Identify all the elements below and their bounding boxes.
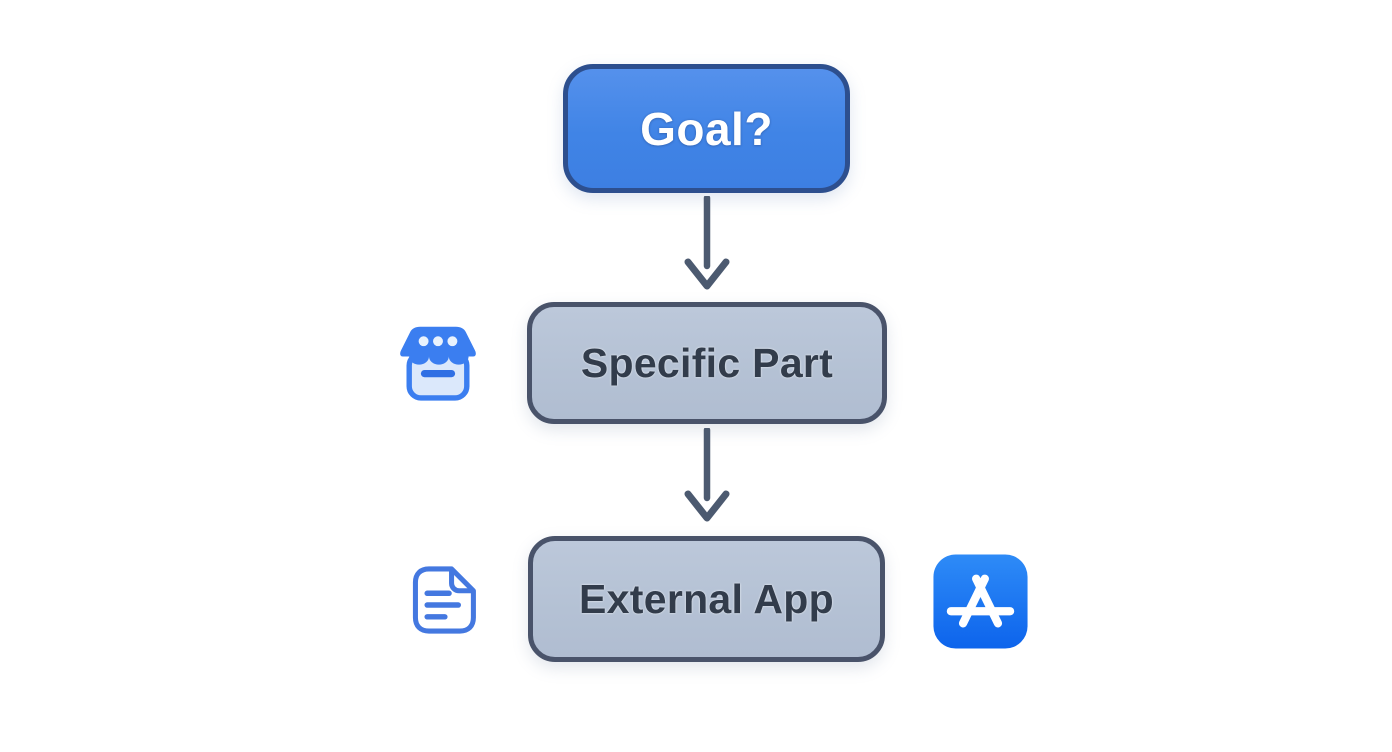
flowchart-node-goal: Goal? (563, 64, 850, 193)
document-icon (412, 566, 476, 634)
node-goal-label: Goal? (640, 102, 773, 155)
arrow-down-connector-1 (684, 196, 730, 290)
flowchart-node-external-app: External App (528, 536, 885, 662)
node-external-app-label: External App (579, 575, 834, 622)
arrow-down-connector-2 (684, 428, 730, 522)
node-specific-part-label: Specific Part (580, 339, 834, 386)
app-store-icon (933, 554, 1028, 649)
storefront-icon (400, 326, 476, 401)
flowchart-node-specific-part: Specific Part (527, 302, 887, 424)
